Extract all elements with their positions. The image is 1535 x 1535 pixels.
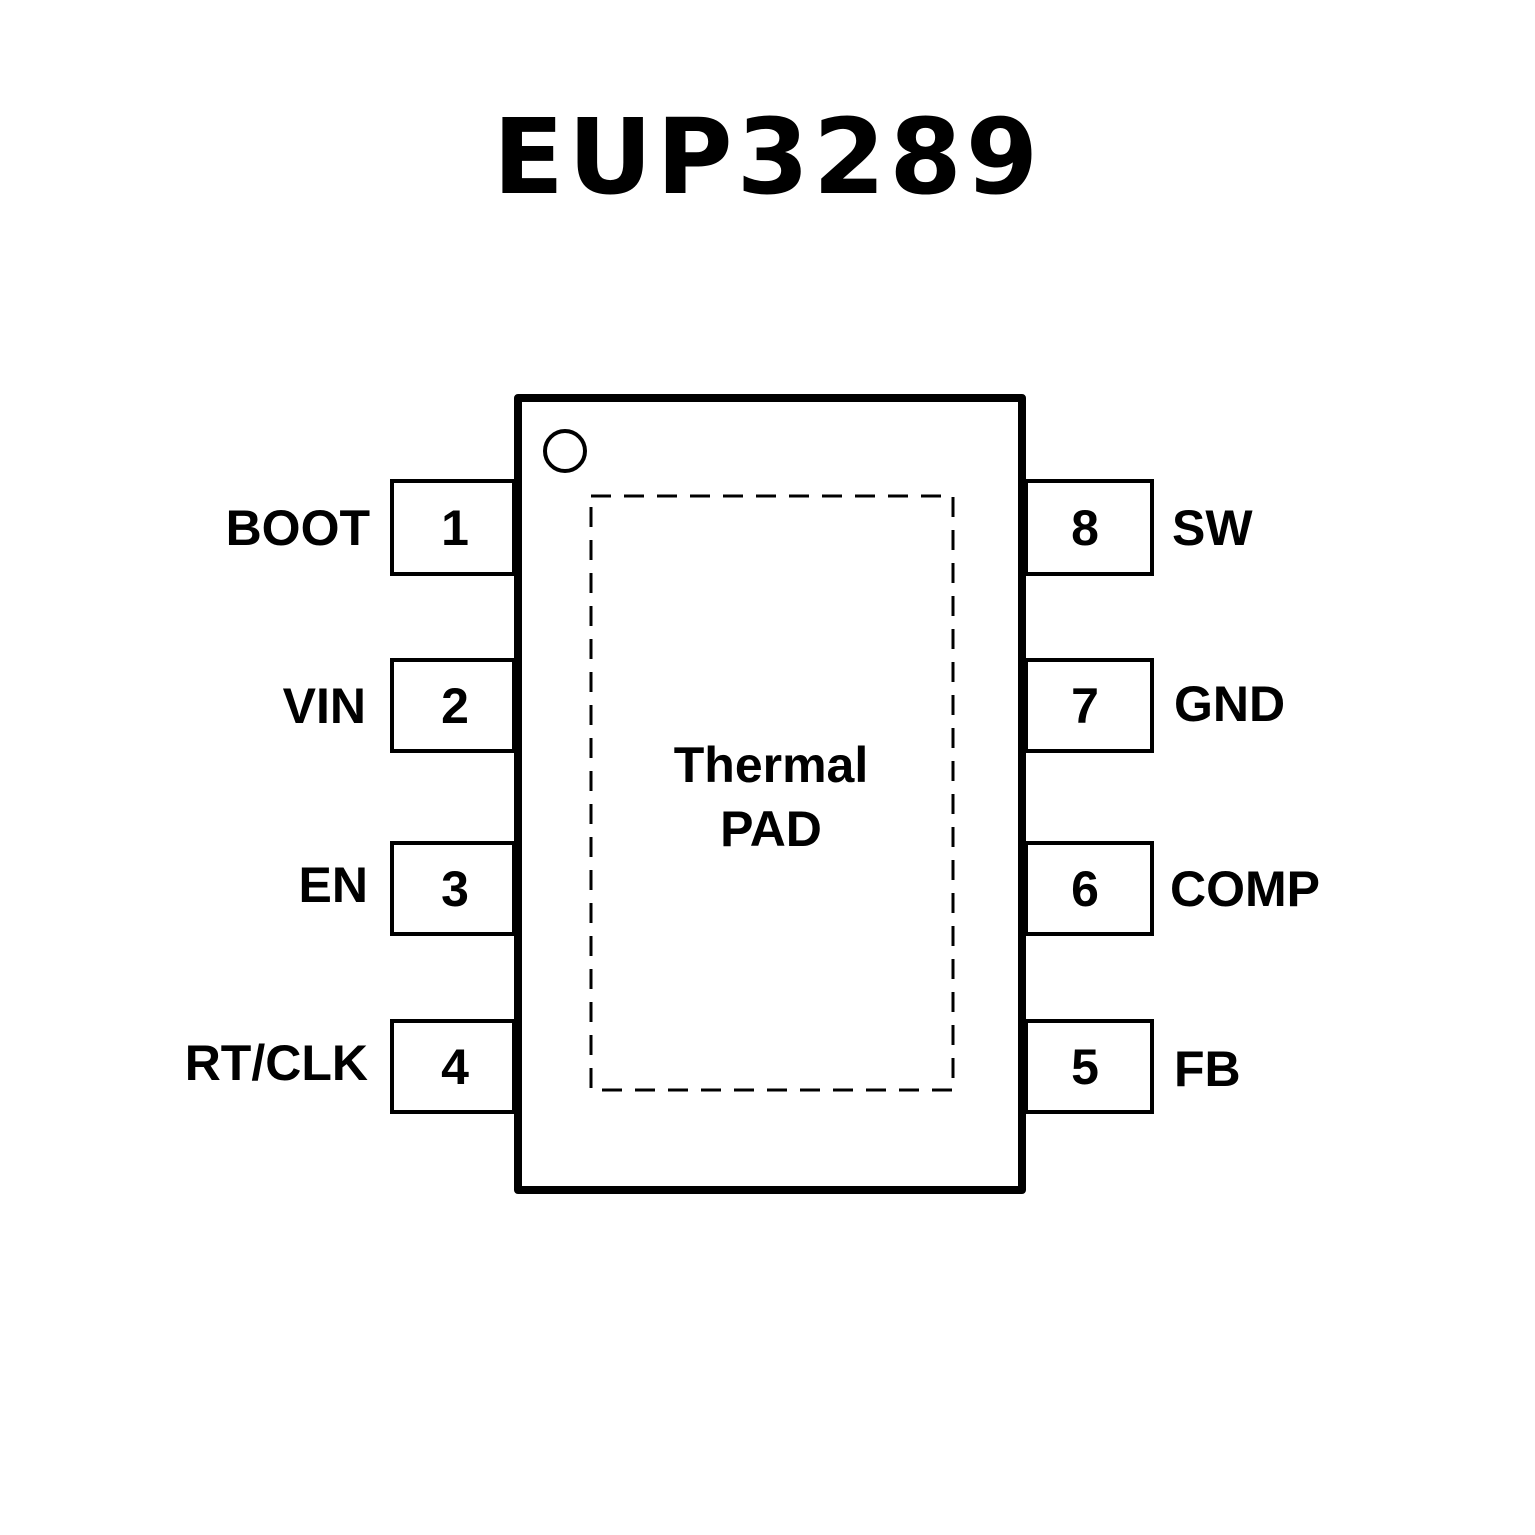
pin-number-5: 5 xyxy=(1071,1039,1099,1095)
pin-label-rt-clk: RT/CLK xyxy=(184,1035,368,1091)
pin-number-7: 7 xyxy=(1071,678,1099,734)
pin-box-4 xyxy=(390,1019,516,1114)
ic-body xyxy=(514,394,1026,1194)
pin-label-gnd: GND xyxy=(1174,676,1286,732)
chip-title: EUP3289 xyxy=(492,96,1043,218)
pin-box-5 xyxy=(1024,1019,1154,1114)
pin-label-en: EN xyxy=(298,857,368,913)
pin-box-3 xyxy=(390,841,516,936)
thermal-pad-label: Thermal PAD xyxy=(590,733,952,861)
pin-box-1 xyxy=(390,479,516,576)
pin-label-boot: BOOT xyxy=(225,500,370,556)
pin-number-8: 8 xyxy=(1071,500,1099,556)
pin-number-2: 2 xyxy=(441,678,469,734)
pin-label-comp: COMP xyxy=(1170,861,1320,917)
pin-box-6 xyxy=(1024,841,1154,936)
pin-box-7 xyxy=(1024,658,1154,753)
thermal-pad-line1: Thermal xyxy=(673,737,869,793)
pin-number-1: 1 xyxy=(441,500,469,556)
pin-label-fb: FB xyxy=(1174,1041,1241,1097)
pin-label-sw: SW xyxy=(1172,500,1253,556)
thermal-pad-line2: PAD xyxy=(720,801,822,857)
thermal-pad-outline xyxy=(589,494,955,1092)
pin-number-4: 4 xyxy=(441,1039,469,1095)
pin-label-vin: VIN xyxy=(282,678,366,734)
pin-box-8 xyxy=(1024,479,1154,576)
pin-box-2 xyxy=(390,658,516,753)
pin1-indicator xyxy=(543,429,587,473)
pin-number-6: 6 xyxy=(1071,861,1099,917)
pin-number-3: 3 xyxy=(441,861,469,917)
